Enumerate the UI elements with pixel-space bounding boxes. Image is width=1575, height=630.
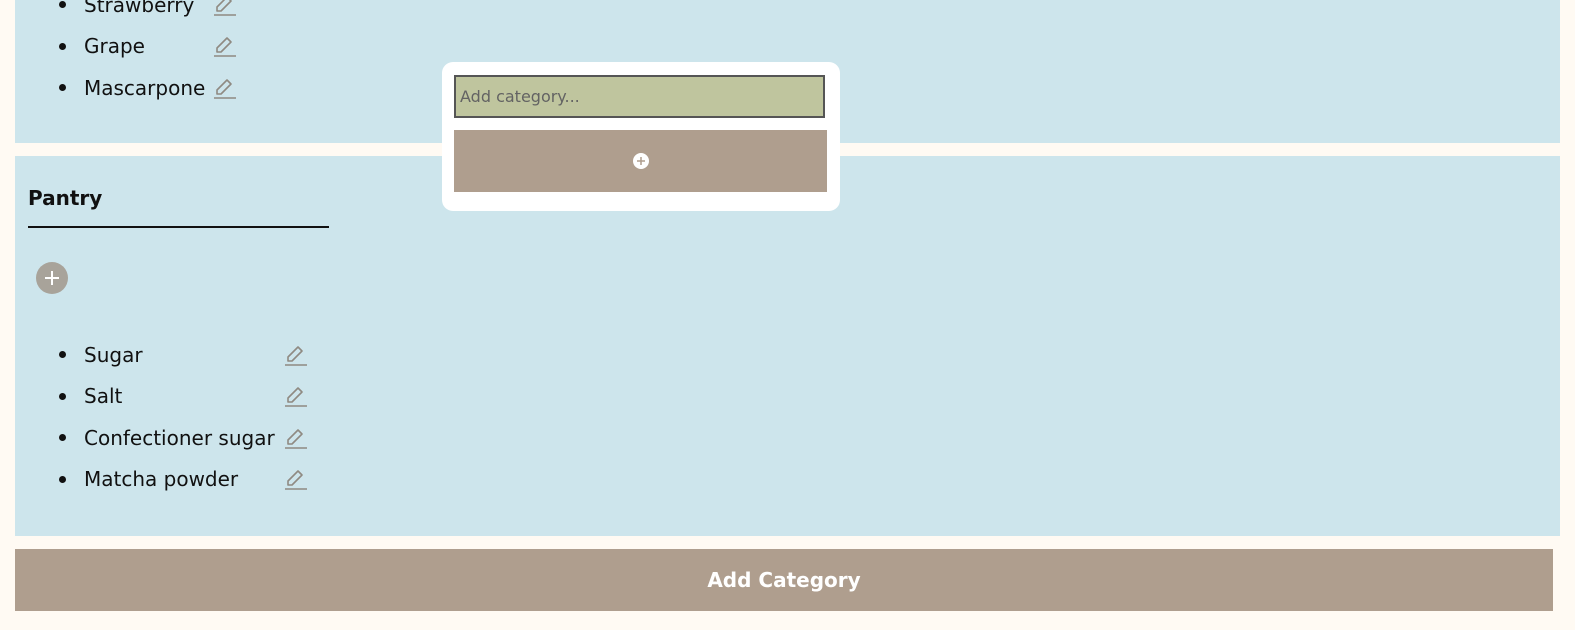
- category-title: Pantry: [28, 186, 103, 210]
- edit-item-button[interactable]: [284, 384, 308, 408]
- category-title-underline: [28, 226, 329, 228]
- edit-item-button[interactable]: [284, 343, 308, 367]
- category-name-input[interactable]: [454, 75, 825, 118]
- submit-category-button[interactable]: [454, 130, 827, 192]
- edit-item-button[interactable]: [284, 467, 308, 491]
- pencil-icon: [285, 428, 307, 449]
- category-section-pantry: Pantry Sugar Salt Confectioner sugar Mat…: [15, 156, 1560, 536]
- edit-item-button[interactable]: [213, 76, 237, 100]
- add-item-button[interactable]: [36, 262, 68, 294]
- item-label: Matcha powder: [84, 467, 239, 492]
- item-label: Sugar: [84, 342, 143, 367]
- edit-item-button[interactable]: [213, 34, 237, 58]
- item-label: Mascarpone: [84, 75, 206, 100]
- pencil-icon: [285, 470, 307, 491]
- pencil-icon: [285, 387, 307, 408]
- add-category-button[interactable]: Add Category: [15, 549, 1553, 611]
- edit-item-button[interactable]: [284, 426, 308, 450]
- item-label: Strawberry: [84, 0, 195, 17]
- add-category-popup: [442, 62, 840, 211]
- pencil-icon: [214, 37, 236, 58]
- edit-item-button[interactable]: [213, 0, 237, 17]
- pencil-icon: [285, 345, 307, 366]
- item-label: Grape: [84, 34, 145, 59]
- item-label: Confectioner sugar: [84, 425, 275, 450]
- plus-icon: [45, 271, 59, 285]
- pencil-icon: [214, 0, 236, 16]
- pencil-icon: [214, 78, 236, 99]
- item-label: Salt: [84, 384, 123, 409]
- plus-circle-icon: [632, 153, 649, 169]
